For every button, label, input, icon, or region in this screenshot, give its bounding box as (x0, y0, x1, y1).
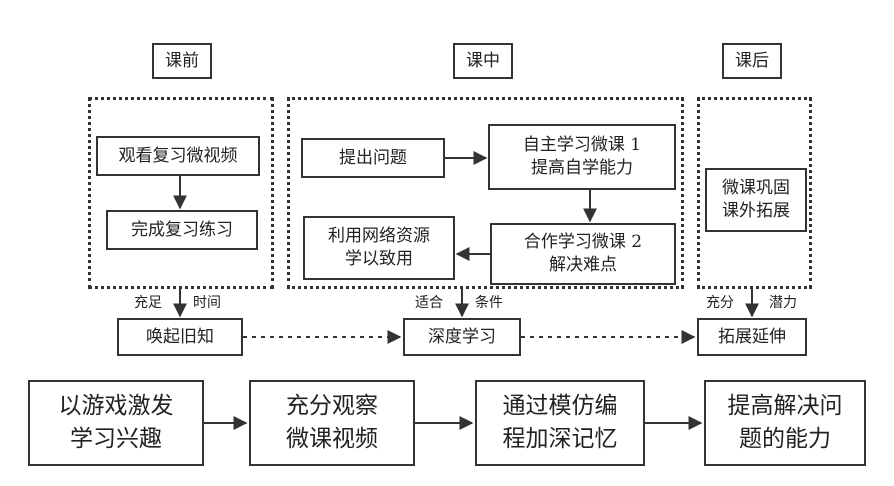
label-sufficient: 充足 (134, 295, 162, 311)
phase-pre-label: 课前 (152, 43, 212, 79)
imitate-programming-box: 通过模仿编 程加深记忆 (475, 380, 645, 466)
self-study-line2: 提高自学能力 (531, 158, 633, 178)
phase-mid-label: 课中 (453, 43, 513, 79)
use-network-resources-box: 利用网络资源 学以致用 (303, 216, 455, 280)
extension-box: 拓展延伸 (697, 318, 807, 356)
coop-line2: 解决难点 (549, 255, 617, 275)
pre-class-container (88, 97, 274, 289)
bottom-step4-line2: 题的能力 (739, 426, 831, 452)
consolidate-extend-box: 微课巩固 课外拓展 (705, 168, 807, 232)
bottom-step3-line2: 程加深记忆 (502, 426, 618, 452)
raise-question-box: 提出问题 (301, 138, 445, 178)
coop-line1: 合作学习微课 2 (523, 232, 643, 253)
phase-post-label: 课后 (722, 43, 782, 79)
label-suitable: 适合 (415, 295, 443, 311)
post-class-container (697, 97, 812, 289)
self-study-box: 自主学习微课 1 提高自学能力 (488, 124, 676, 190)
bottom-step1-line1: 以游戏激发 (58, 392, 174, 419)
bottom-step2-line2: 微课视频 (286, 426, 378, 452)
self-study-line1: 自主学习微课 1 (522, 135, 642, 156)
bottom-step3-line1: 通过模仿编 (502, 392, 618, 419)
game-interest-box: 以游戏激发 学习兴趣 (28, 380, 204, 466)
evoke-prior-knowledge-box: 唤起旧知 (117, 318, 243, 356)
use-resources-line2: 学以致用 (345, 249, 413, 269)
bottom-step1-line2: 学习兴趣 (70, 426, 162, 452)
bottom-step2-line1: 充分观察 (286, 392, 378, 419)
deep-learning-box: 深度学习 (403, 318, 521, 356)
label-time: 时间 (193, 295, 221, 311)
cooperative-study-box: 合作学习微课 2 解决难点 (490, 223, 676, 285)
complete-review-exercise-box: 完成复习练习 (106, 210, 258, 250)
in-class-container (287, 97, 684, 289)
label-potential: 潜力 (769, 295, 797, 311)
use-resources-line1: 利用网络资源 (328, 226, 430, 247)
bottom-step4-line1: 提高解决问 (727, 392, 843, 419)
consolidate-line2: 课外拓展 (722, 201, 790, 221)
problem-solving-box: 提高解决问 题的能力 (704, 380, 866, 466)
watch-review-video-box: 观看复习微视频 (96, 136, 260, 176)
label-full: 充分 (706, 295, 734, 311)
consolidate-line1: 微课巩固 (722, 178, 790, 199)
observe-video-box: 充分观察 微课视频 (249, 380, 415, 466)
label-condition: 条件 (475, 295, 503, 311)
